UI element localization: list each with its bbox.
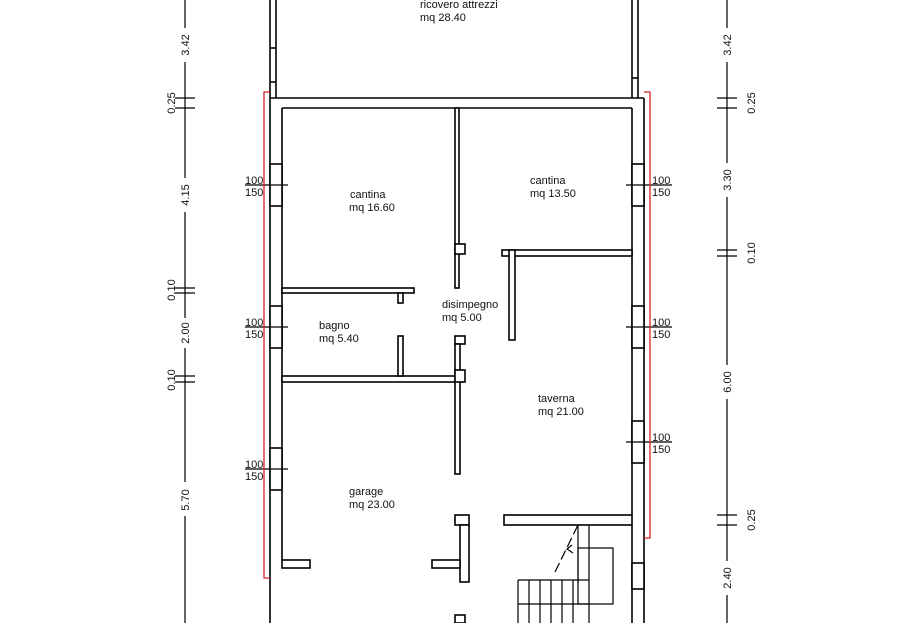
dimension-label: 2.00 <box>180 322 192 343</box>
right-dimension-line: 3.42 0.25 3.30 0.10 6.00 0.25 2.40 <box>717 0 758 623</box>
red-outline-left <box>263 91 270 579</box>
room-area-cantina-1: mq 16.60 <box>349 202 395 214</box>
room-name-cantina-1: cantina <box>350 189 386 201</box>
room-name-taverna: taverna <box>538 393 576 405</box>
window-width-label: 100 <box>245 317 263 329</box>
windows <box>245 163 672 590</box>
window-height-label: 150 <box>652 329 670 341</box>
room-area-taverna: mq 21.00 <box>538 406 584 418</box>
dimension-label: 2.40 <box>722 567 734 588</box>
room-area-garage: mq 23.00 <box>349 499 395 511</box>
room-name-ricovero: ricovero attrezzi <box>420 0 498 11</box>
dimension-label: 4.15 <box>180 184 192 205</box>
room-area-disimpegno: mq 5.00 <box>442 312 482 324</box>
room-name-disimpegno: disimpegno <box>442 299 498 311</box>
left-dimension-line: 3.42 0.25 4.15 0.10 2.00 0.10 5.70 <box>166 0 195 623</box>
dimension-label: 0.10 <box>166 369 178 390</box>
room-area-bagno: mq 5.40 <box>319 333 359 345</box>
window-width-label: 100 <box>652 175 670 187</box>
window-height-label: 150 <box>652 187 670 199</box>
window-width-label: 100 <box>245 459 263 471</box>
room-name-garage: garage <box>349 486 383 498</box>
room-area-ricovero: mq 28.40 <box>420 12 466 24</box>
dimension-label: 0.10 <box>166 279 178 300</box>
room-name-cantina-2: cantina <box>530 175 566 187</box>
window-height-label: 150 <box>652 444 670 456</box>
room-area-cantina-2: mq 13.50 <box>530 188 576 200</box>
dimension-label: 3.42 <box>722 34 734 55</box>
window-width-label: 100 <box>652 317 670 329</box>
dimension-label: 6.00 <box>722 371 734 392</box>
staircase <box>517 524 614 623</box>
window-width-label: 100 <box>652 432 670 444</box>
dimension-label: 3.30 <box>722 169 734 190</box>
dimension-label: 0.25 <box>166 92 178 113</box>
dimension-label: 0.25 <box>746 92 758 113</box>
red-outline-right <box>644 91 651 539</box>
dimension-label: 0.10 <box>746 242 758 263</box>
window-width-label: 100 <box>245 175 263 187</box>
window-height-label: 150 <box>245 329 263 341</box>
dimension-label: 0.25 <box>746 509 758 530</box>
window-height-label: 150 <box>245 187 263 199</box>
window-height-label: 150 <box>245 471 263 483</box>
dimension-label: 5.70 <box>180 489 192 510</box>
room-name-bagno: bagno <box>319 320 350 332</box>
dimension-label: 3.42 <box>180 34 192 55</box>
